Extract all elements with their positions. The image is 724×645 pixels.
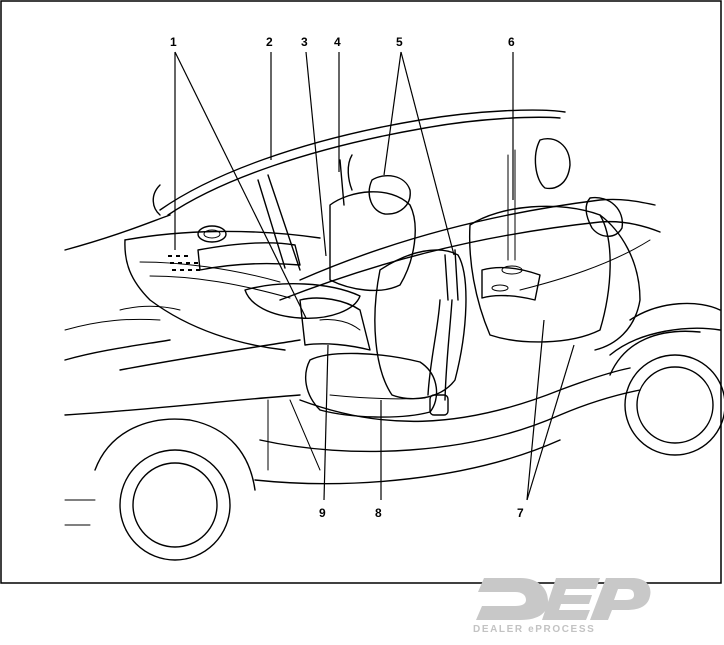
callout-6: 6 xyxy=(508,35,515,49)
callout-9: 9 xyxy=(319,506,326,520)
callout-3: 3 xyxy=(301,35,308,49)
watermark-text: DEALER ePROCESS xyxy=(473,624,595,635)
diagram-frame xyxy=(1,1,721,583)
callout-2: 2 xyxy=(266,35,273,49)
callout-4: 4 xyxy=(334,35,341,49)
callout-5: 5 xyxy=(396,35,403,49)
dealer-eprocess-logo: DEALER ePROCESS xyxy=(473,578,650,635)
callout-7: 7 xyxy=(517,506,524,520)
callout-1: 1 xyxy=(170,35,177,49)
callout-8: 8 xyxy=(375,506,382,520)
